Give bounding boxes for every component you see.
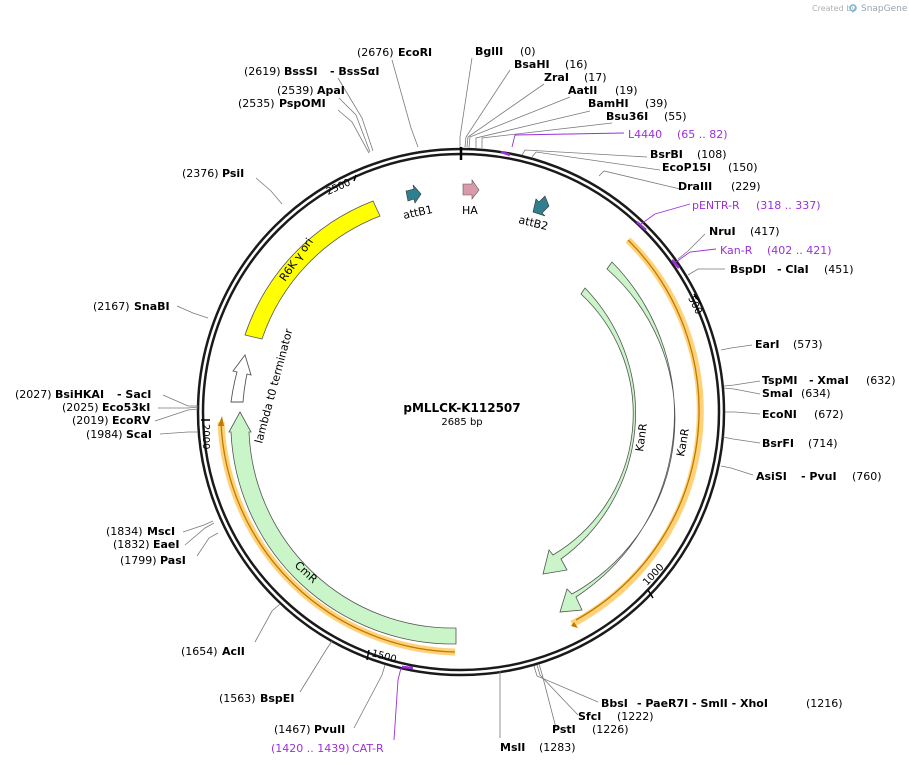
feature-kanr-outer[interactable] [559,261,676,613]
enzyme-label-apai: (2539)ApaI [277,84,345,97]
primer-label-cat-r: (1420 .. 1439)CAT-R [271,742,384,755]
feature-lambda-t0-terminator[interactable] [230,354,252,403]
primer-label-l4440: L4440(65 .. 82) [628,128,728,141]
tick-2000: 2000 [200,419,211,449]
enzyme-label-sfci: SfcI(1222) [578,710,654,723]
enzyme-label-msli: MslI(1283) [500,741,576,754]
feature-attb2-label: attB2 [517,213,549,233]
feature-ha[interactable] [462,179,480,200]
enzyme-label-bsssi: (2619)BssSI- BssSαI [244,65,379,78]
enzyme-label-acli: (1654)AclI [181,645,245,658]
enzyme-leaders [154,57,761,738]
feature-kanr-outer-label: KanR [674,427,692,458]
watermark-prefix: Created by [812,4,856,13]
orf-kanr-line [575,239,700,621]
primer-leaders [393,132,717,741]
enzyme-label-bspei: (1563)BspEI [219,692,294,705]
feature-lambda-label: lambda t0 terminator [252,327,295,445]
primer-labels: L4440(65 .. 82) pENTR-R(318 .. 337) Kan-… [271,128,832,755]
enzyme-label-bsihkai: (2027)BsiHKAI- SacI [15,388,151,401]
enzyme-label-eaei: (1832)EaeI [113,538,180,551]
primer-label-pentr-r: pENTR-R(318 .. 337) [692,199,821,212]
feature-attb2[interactable] [532,195,550,217]
orf-cmr-arrowhead [218,416,224,426]
watermark-brand: SnapGene [861,4,908,14]
enzyme-label-bsu36i: Bsu36I(55) [606,110,687,123]
enzyme-labels: (2676)EcoRI BglII(0) (2619)BssSI- BssSαI… [15,45,896,754]
plasmid-name: pMLLCK-K112507 [403,401,520,415]
enzyme-label-bsahi: BsaHI(16) [514,58,588,71]
feature-attb1[interactable] [405,184,422,204]
enzyme-label-bglii: BglII(0) [475,45,536,58]
enzyme-label-eco53ki: (2025)Eco53kI [62,401,150,414]
enzyme-label-pspomi: (2535)PspOMI [238,97,326,110]
enzyme-label-bsrfi: BsrFI(714) [762,437,838,450]
enzyme-label-asisi: AsiSI- PvuI(760) [756,470,882,483]
enzyme-label-bsrbi: BsrBI(108) [650,148,727,161]
primer-site-kan-r [671,259,680,269]
enzyme-label-pasi: (1799)PasI [120,554,186,567]
primer-label-kan-r: Kan-R(402 .. 421) [720,244,832,257]
primer-site-l4440 [500,150,511,157]
feature-kanr-inner-label: KanR [633,422,650,452]
enzyme-label-draiii: DraIII(229) [678,180,761,193]
svg-text:2000: 2000 [200,424,211,449]
enzyme-label-psii: (2376)PsiI [182,167,244,180]
plasmid-size: 2685 bp [441,417,482,428]
orf-cmr-line [220,421,456,653]
enzyme-label-pvuii: (1467)PvuII [274,723,345,736]
enzyme-label-snabi: (2167)SnaBI [93,300,170,313]
enzyme-label-econi: EcoNI(672) [762,408,844,421]
feature-kanr-inner[interactable] [542,287,636,575]
feature-r6k-ori[interactable] [244,200,381,340]
enzyme-label-msci: (1834)MscI [106,525,175,538]
feature-ha-label: HA [462,204,478,217]
enzyme-label-scai: (1984)ScaI [86,428,152,441]
enzyme-label-ecop15i: EcoP15I(150) [662,161,758,174]
feature-cmr[interactable] [228,411,457,645]
enzyme-label-smai: SmaI(634) [762,387,831,400]
orf-kanr-arrowhead [571,622,578,628]
primer-site-cat-r [401,665,414,670]
tick-500: 500 [685,293,704,316]
svg-text:500: 500 [685,294,703,316]
enzyme-label-eari: EarI(573) [755,338,823,351]
enzyme-label-aatii: AatII(19) [568,84,638,97]
enzyme-label-tspmi: TspMI- XmaI(632) [762,374,896,387]
enzyme-label-nrui: NruI(417) [709,225,780,238]
primer-site-pentr-r [636,221,647,231]
enzyme-label-ecori: (2676)EcoRI [357,46,432,59]
feature-attb1-label: attB1 [402,203,434,222]
enzyme-label-bspdi: BspDI- ClaI(451) [730,263,854,276]
enzyme-label-bamhi: BamHI(39) [588,97,668,110]
enzyme-label-psti: PstI(1226) [552,723,629,736]
enzyme-label-ecorv: (2019)EcoRV [72,414,151,427]
snapgene-logo-icon [849,4,857,12]
enzyme-label-bbsi: BbsI- PaeR7I - SmlI - XhoI(1216) [601,697,843,710]
enzyme-label-zrai: ZraI(17) [544,71,607,84]
